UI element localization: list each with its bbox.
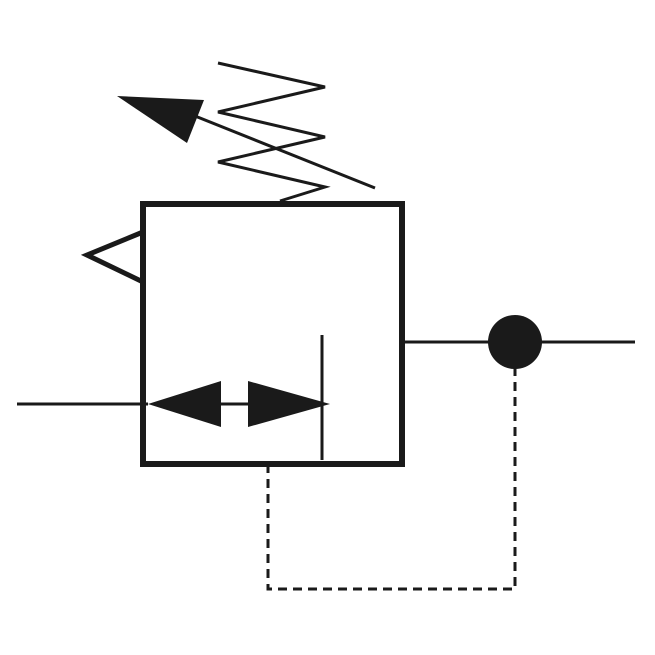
adjustment-arrow-head — [117, 96, 204, 143]
flow-arrow-right-head — [248, 381, 330, 427]
pilot-dashed-line — [266, 365, 517, 591]
adjustment-arrow-shaft — [184, 110, 376, 190]
drain-triangle — [80, 229, 145, 285]
flow-arrow-left-head — [148, 381, 221, 427]
valve-envelope — [140, 201, 405, 467]
junction-dot — [488, 315, 542, 369]
adjustable-spring — [217, 61, 331, 203]
